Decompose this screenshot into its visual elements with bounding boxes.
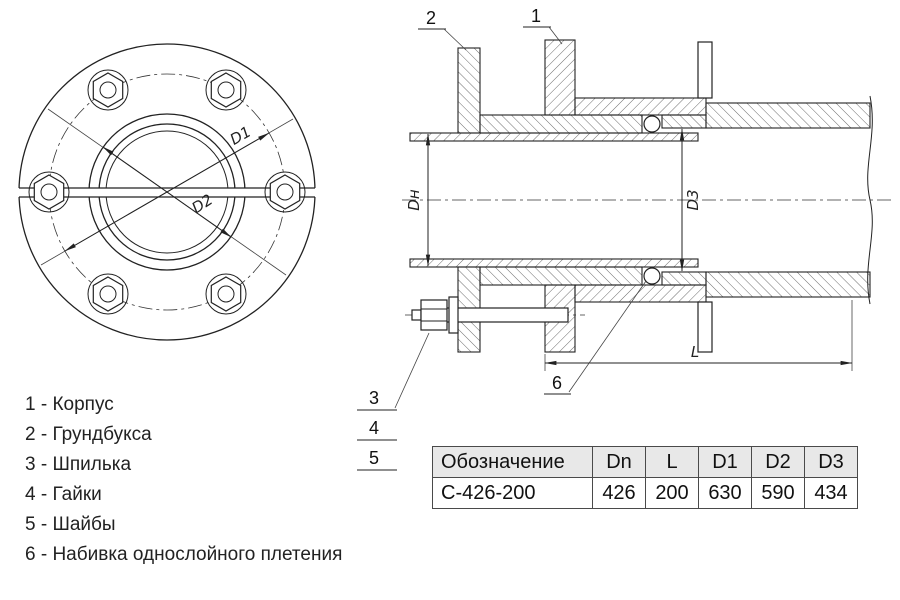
bolt-icon	[205, 69, 247, 111]
dimension-dn: Dн	[405, 133, 431, 267]
dim-label-d1: D1	[227, 123, 254, 149]
collar-ring	[697, 41, 713, 353]
bolt-icon	[28, 171, 70, 213]
dimension-l: L	[544, 300, 853, 371]
bolt-icon	[87, 273, 129, 315]
callout-5: 5	[369, 448, 379, 468]
table-row: С-426-200 426 200 630 590 434	[432, 477, 858, 509]
legend-item-2: 2 - Грундбукса	[25, 424, 152, 445]
callout-2: 2	[426, 8, 436, 28]
parts-legend: 1 - Корпус 2 - Грундбукса 3 - Шпилька 4 …	[25, 390, 342, 570]
cell-d2: 590	[751, 477, 805, 509]
header-dn: Dn	[592, 446, 646, 478]
cell-d3: 434	[804, 477, 858, 509]
bolt-icon	[205, 273, 247, 315]
nut	[420, 299, 448, 331]
stud-assembly	[411, 296, 569, 334]
header-d1: D1	[698, 446, 752, 478]
bolt-icon	[87, 69, 129, 111]
legend-item-3: 3 - Шпилька	[25, 454, 132, 475]
front-view: D1 D2	[17, 43, 317, 341]
washer	[448, 296, 459, 334]
pipe-break-line	[867, 95, 873, 305]
dim-label-l: L	[691, 343, 699, 361]
dim-label-dn: Dн	[405, 189, 423, 211]
bolt-icon	[264, 171, 306, 213]
gland-section	[457, 47, 643, 353]
dimension-d3: D3	[679, 128, 702, 272]
callout-6: 6	[552, 373, 562, 393]
pipe-right	[661, 95, 873, 305]
cell-l: 200	[645, 477, 699, 509]
dim-label-d3: D3	[684, 189, 702, 210]
table-header-row: Обозначение Dn L D1 D2 D3	[432, 446, 858, 478]
stud-tip	[411, 309, 422, 321]
header-d3: D3	[804, 446, 858, 478]
cell-designation: С-426-200	[432, 477, 593, 509]
callout-3: 3	[369, 388, 379, 408]
section-view: Dн D3 L 1 2 3 4 5	[357, 6, 893, 471]
header-d2: D2	[751, 446, 805, 478]
cell-dn: 426	[592, 477, 646, 509]
callouts: 1 2 3 4 5 6	[357, 6, 647, 471]
legend-item-4: 4 - Гайки	[25, 484, 102, 505]
legend-item-1: 1 - Корпус	[25, 394, 114, 415]
header-l: L	[645, 446, 699, 478]
packing-rings	[643, 115, 661, 285]
cell-d1: 630	[698, 477, 752, 509]
legend-item-6: 6 - Набивка однослойного плетения	[25, 544, 343, 565]
dimensions-table: Обозначение Dn L D1 D2 D3 С-426-200 426 …	[432, 446, 858, 509]
callout-1: 1	[531, 6, 541, 26]
callout-4: 4	[369, 418, 379, 438]
header-designation: Обозначение	[432, 446, 593, 478]
legend-item-5: 5 - Шайбы	[25, 514, 116, 535]
